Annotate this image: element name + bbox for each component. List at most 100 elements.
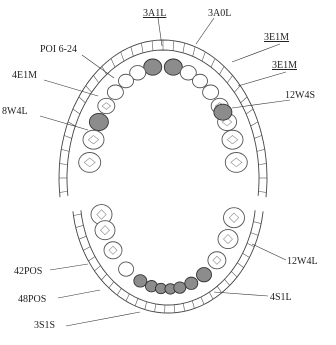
upper-scale-tick <box>60 164 68 165</box>
lower-tooth <box>95 221 115 240</box>
leader-line <box>50 264 88 270</box>
upper-tooth <box>83 130 104 149</box>
lower-scale-tick <box>183 303 184 311</box>
upper-tooth <box>225 153 247 173</box>
upper-scale-tick <box>234 86 240 93</box>
lower-tooth <box>208 252 226 269</box>
lower-tooth <box>197 268 212 282</box>
upper-tooth <box>119 74 134 88</box>
label-3s1s: 3S1S <box>34 320 55 331</box>
lower-scale-tick <box>251 233 259 236</box>
lower-tooth <box>104 242 122 259</box>
upper-scale-tick <box>183 43 185 53</box>
leader-line <box>44 80 98 96</box>
lower-scale-tick <box>76 225 84 227</box>
upper-scale-tick <box>73 109 80 114</box>
lower-scale-tick <box>155 304 156 312</box>
upper-tooth <box>79 153 101 173</box>
upper-arch <box>59 40 267 197</box>
lower-tooth <box>218 230 238 249</box>
lower-scale-tick <box>209 292 213 299</box>
label-3e1m-a: 3E1M <box>264 32 289 43</box>
lower-scale-tick <box>217 286 221 293</box>
label-3a1l: 3A1L <box>143 8 166 19</box>
lower-scale-tick <box>83 247 90 251</box>
upper-scale-tick <box>131 47 133 57</box>
lower-tooth <box>134 275 147 287</box>
upper-scale-tick <box>79 97 85 103</box>
label-8w4l: 8W4L <box>2 106 28 117</box>
upper-scale-tick <box>257 149 265 151</box>
label-poi-6-24: POI 6-24 <box>40 44 77 55</box>
leader-line <box>214 292 268 296</box>
lower-scale-tick <box>101 274 107 280</box>
upper-scale-tick <box>258 164 266 165</box>
lower-scale-tick <box>247 243 254 247</box>
upper-scale-tick <box>102 66 107 74</box>
upper-scale-tick <box>93 75 98 82</box>
upper-scale-tick <box>227 75 232 82</box>
upper-scale-tick <box>111 58 115 67</box>
lower-scale-tick <box>201 297 204 304</box>
label-3a0l: 3A0L <box>208 8 231 19</box>
upper-tooth <box>193 74 208 88</box>
leader-line <box>232 100 290 108</box>
upper-tooth <box>107 85 123 99</box>
lower-scale-tick <box>225 279 230 285</box>
label-4e1m: 4E1M <box>12 70 37 81</box>
upper-scale-tick <box>86 86 92 93</box>
lower-scale-tick <box>253 222 261 224</box>
lower-scale-tick <box>88 257 95 261</box>
leader-line <box>58 290 100 298</box>
leader-line <box>40 116 88 130</box>
lower-tooth <box>174 282 186 293</box>
upper-scale-tick <box>61 149 69 151</box>
lower-scale-tick <box>145 302 147 310</box>
lower-scale-tick <box>135 298 138 306</box>
label-3e1m-b: 3E1M <box>272 60 297 71</box>
labels: 3A1L 3A0L POI 6-24 3E1M 4E1M 3E1M 12W4S … <box>2 8 318 331</box>
upper-tooth <box>222 130 243 149</box>
lower-scale-tick <box>243 253 250 257</box>
upper-tooth-shaded-right <box>214 104 232 120</box>
upper-scale-tick <box>258 191 266 192</box>
upper-scale-tick <box>141 43 143 53</box>
lower-scale-tick <box>109 282 114 288</box>
upper-scale-tick <box>219 66 224 74</box>
upper-tooth <box>164 59 182 75</box>
upper-tooth <box>98 98 115 113</box>
upper-scale-tick <box>173 41 174 51</box>
upper-scale-tick <box>152 41 153 51</box>
lower-tooth <box>119 262 134 276</box>
lower-arch <box>73 205 263 313</box>
label-12w4s: 12W4S <box>285 90 315 101</box>
upper-scale-tick <box>121 52 124 61</box>
lower-scale-tick <box>237 263 243 268</box>
lower-scale-tick <box>231 271 237 277</box>
upper-scale-tick <box>64 135 72 138</box>
leader-line <box>252 244 286 260</box>
lower-scale-tick <box>126 294 130 301</box>
upper-scale-tick <box>211 58 215 67</box>
leader-line <box>82 55 114 78</box>
upper-tooth <box>144 59 162 75</box>
label-12w4l: 12W4L <box>287 256 318 267</box>
lower-scale-tick <box>73 214 81 215</box>
lower-scale-tick <box>117 288 121 295</box>
lower-tooth <box>224 208 245 228</box>
leader-line <box>158 18 162 46</box>
label-48pos: 48POS <box>18 294 46 305</box>
upper-scale-tick <box>254 135 262 138</box>
upper-scale-tick <box>202 52 205 61</box>
upper-scale-tick <box>241 97 247 103</box>
upper-tooth <box>203 85 219 99</box>
upper-scale-tick <box>60 191 68 192</box>
lower-scale-tick <box>174 305 175 313</box>
lower-scale-tick <box>192 301 194 309</box>
upper-scale-tick <box>193 47 195 57</box>
upper-tooth <box>89 113 108 130</box>
leader-line <box>196 18 214 44</box>
label-42pos: 42POS <box>14 266 42 277</box>
upper-scale-tick <box>251 122 258 126</box>
